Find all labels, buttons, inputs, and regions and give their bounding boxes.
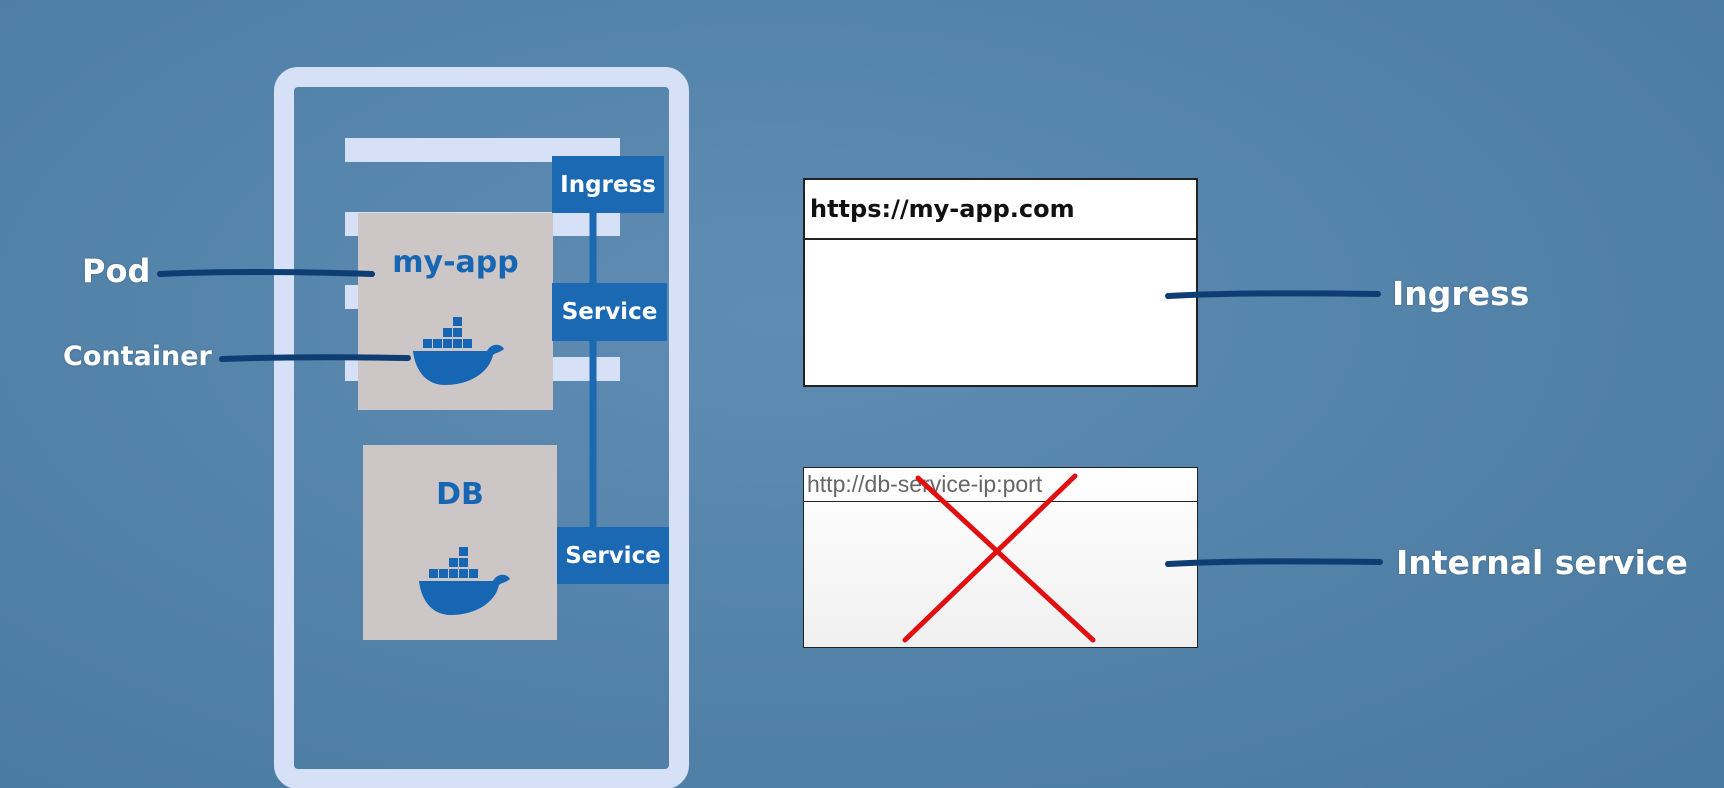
ingress-pointer-line — [1165, 290, 1381, 299]
pod-pointer-line — [157, 269, 375, 277]
internal-service-label: Internal service — [1396, 543, 1688, 582]
browser-url-bar: https://my-app.com — [805, 180, 1196, 240]
service-tag-db: Service — [557, 527, 669, 584]
pod-title-db: DB — [436, 477, 484, 512]
node-outer-frame — [274, 67, 689, 788]
docker-whale-icon — [413, 317, 504, 385]
internal-service-pointer-line — [1165, 558, 1383, 567]
ingress-tag: Ingress — [552, 156, 664, 213]
browser-internal: http://db-service-ip:port — [803, 467, 1198, 648]
container-pointer-line — [219, 354, 411, 362]
service-tag-app: Service — [552, 283, 667, 341]
docker-whale-icon — [419, 547, 510, 615]
pod-my-app: my-app — [358, 213, 553, 410]
pod-title-my-app: my-app — [392, 245, 519, 280]
container-label: Container — [63, 341, 212, 372]
blocked-cross-icon — [902, 473, 1096, 643]
ingress-label: Ingress — [1392, 274, 1530, 313]
public-url-text: https://my-app.com — [810, 195, 1075, 223]
pod-label: Pod — [82, 252, 151, 290]
browser-public: https://my-app.com — [803, 178, 1198, 387]
pod-db: DB — [363, 445, 557, 640]
